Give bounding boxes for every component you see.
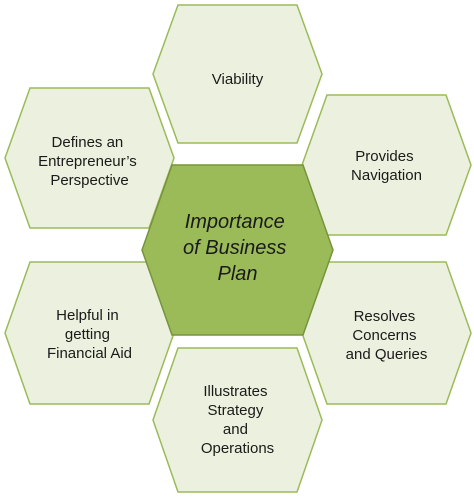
hex-node-resolves-concerns: Resolves Concerns and Queries (301, 261, 472, 405)
hex-node-illustrates-strategy: Illustrates Strategy and Operations (152, 347, 323, 493)
node-line: and (223, 421, 248, 438)
node-text: Helpful in getting Financial Aid (47, 307, 132, 362)
center-text: Importance of Business Plan (183, 211, 292, 285)
hex-shape (152, 347, 323, 493)
hex-shape (152, 4, 323, 144)
center-line: of Business (183, 237, 286, 259)
node-text: Illustrates Strategy and Operations (201, 383, 274, 457)
node-line: Defines an (52, 134, 124, 151)
center-line: Plan (217, 263, 257, 285)
node-text: Defines an Entrepreneur’s Perspective (38, 134, 141, 189)
node-line: getting (65, 326, 110, 343)
node-line: Illustrates (203, 383, 267, 400)
node-line: Operations (201, 440, 274, 457)
node-line: Resolves (354, 308, 416, 325)
node-line: Helpful in (56, 307, 119, 324)
node-text: Provides Navigation (351, 148, 422, 184)
hex-node-provides-navigation: Provides Navigation (301, 94, 472, 236)
hex-shape (301, 94, 472, 236)
node-line: Strategy (207, 402, 263, 419)
node-text: Resolves Concerns and Queries (346, 308, 428, 363)
center-line: Importance (185, 211, 285, 233)
node-line: Navigation (351, 167, 422, 184)
node-line: Financial Aid (47, 345, 132, 362)
hex-center-importance: Importance of Business Plan (141, 164, 334, 336)
node-line: Concerns (352, 327, 416, 344)
hex-node-viability: Viability (152, 4, 323, 144)
node-text: Viability (212, 71, 264, 88)
node-line: Entrepreneur’s (38, 153, 137, 170)
node-line: and Queries (346, 346, 428, 363)
node-line: Viability (212, 71, 264, 88)
hex-node-helpful-financial-aid: Helpful in getting Financial Aid (4, 261, 175, 405)
node-line: Perspective (50, 172, 128, 189)
hex-node-defines-perspective: Defines an Entrepreneur’s Perspective (4, 87, 175, 229)
hex-center-shape (141, 164, 334, 336)
node-line: Provides (355, 148, 413, 165)
